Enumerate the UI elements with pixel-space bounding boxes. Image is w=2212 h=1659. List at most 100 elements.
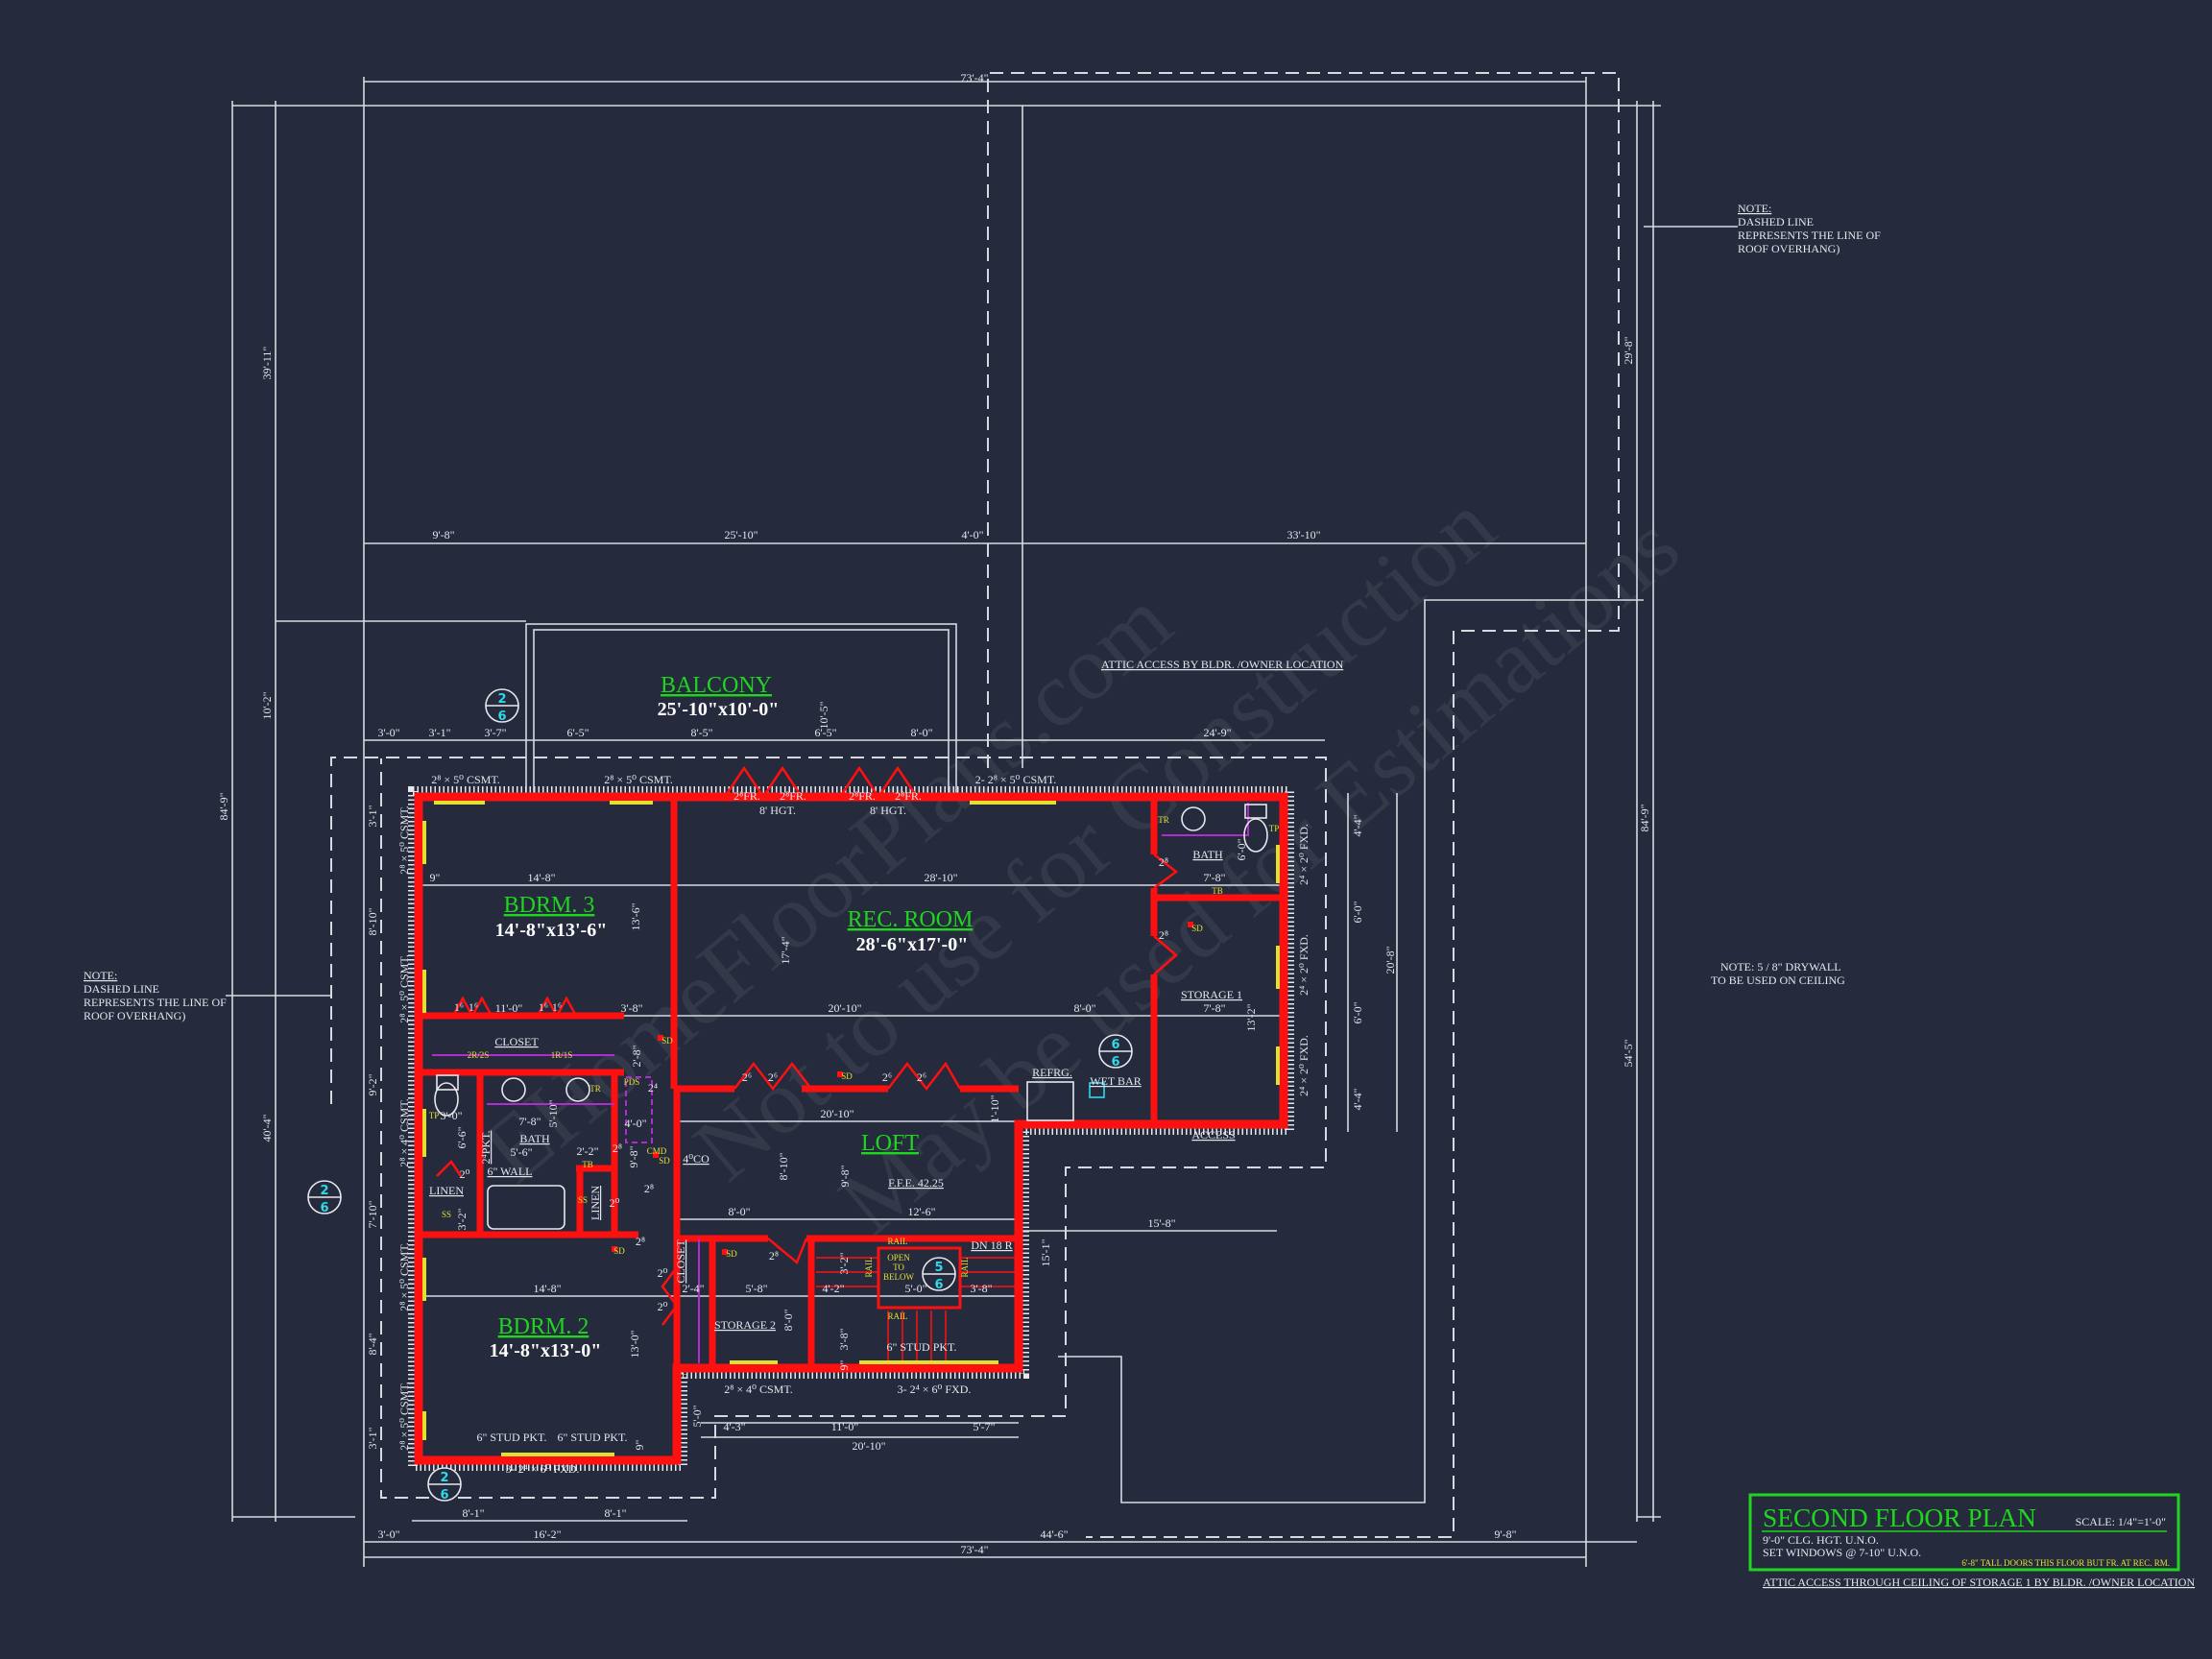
opening-label: 3- 2⁴ × 6⁰ FXD. (898, 1382, 972, 1396)
dimension-label: 4'-4" (1351, 1088, 1364, 1110)
dimension-label: 73'-4" (960, 71, 988, 84)
opening-label: 2⁴ × 2⁰ FXD. (1297, 824, 1310, 885)
dimension-label: 4'-2" (822, 1282, 844, 1295)
fixtures (434, 804, 1268, 1255)
opening-label: 2⁸ (636, 1235, 645, 1248)
opening-label: 2- 2⁸ × 5⁰ CSMT. (975, 773, 1057, 786)
dimension-label: 24'-9" (1203, 726, 1231, 739)
room-name-bdrm3: BDRM. 3 (504, 893, 595, 918)
room-tag: ACCESS (1191, 1128, 1235, 1142)
fixture-tag: PDS (624, 1077, 640, 1087)
overhang-note-left-line-2: REPRESENTS THE LINE OF (84, 996, 227, 1009)
dimension-label: 3'-0" (377, 1527, 399, 1541)
fixture-tag: SD (726, 1249, 737, 1259)
dimension-label: 33'-10" (1286, 528, 1320, 541)
fixture-tag: CMD (647, 1146, 667, 1156)
dimension-label: 11'-0" (831, 1420, 859, 1433)
dimension-label: 8'-4" (366, 1333, 379, 1355)
room-tag: REFRG. (1032, 1066, 1072, 1079)
dimension-label: 3'-1" (366, 805, 379, 827)
dimension-label: 84'-9" (217, 792, 230, 820)
opening-label: 2⁸ × 5⁰ CSMT. (604, 773, 673, 786)
dimension-label: 10'-2" (260, 691, 274, 719)
room-size-bdrm2: 14'-8"x13'-0" (490, 1340, 602, 1361)
opening-label: 2⁸ × 4⁰ CSMT. (397, 1098, 411, 1167)
dimension-label: 7'-8" (1203, 1001, 1225, 1015)
fixture-tag: RAIL (864, 1258, 874, 1278)
opening-label: 8' HGT. (759, 804, 796, 817)
section-marker: 56 (922, 1257, 956, 1292)
opening-label: 2⁶ (742, 1070, 752, 1084)
opening-label: 1⁶ (539, 1000, 548, 1014)
dimension-label: 8'-10" (366, 907, 379, 935)
opening-label: 2⁸ × 5⁰ CSMT. (397, 805, 411, 875)
section-marker-top: 5 (934, 1261, 943, 1275)
fixture-tag: TP (1269, 824, 1280, 833)
room-tag: WET BAR (1090, 1074, 1141, 1088)
section-marker: 26 (307, 1180, 342, 1215)
dimension-label: 8'-5" (690, 726, 712, 739)
opening-label: 2⁸ × 5⁰ CSMT. (397, 1382, 411, 1451)
opening-label: 6" STUD PKT. (476, 1431, 546, 1444)
dimension-label: 5'-10" (546, 1099, 560, 1127)
opening-label: 2⁸FR. (780, 789, 806, 803)
dimension-label: 9'-8" (838, 1165, 852, 1187)
section-marker-bottom: 6 (440, 1488, 448, 1503)
opening-label: 6" STUD PKT. (886, 1340, 956, 1354)
dimension-label: 3'-2" (837, 1252, 851, 1274)
dimension-label: 16'-2" (533, 1527, 561, 1541)
opening-label: 3- 2⁴ × 6⁰ FXD. (506, 1462, 580, 1476)
window-height-note: SET WINDOWS @ 7-10" U.N.O. (1763, 1546, 1921, 1559)
fixture-tag: TO (893, 1262, 904, 1272)
dimension-label: 15'-8" (1147, 1216, 1175, 1230)
dimension-label: 9'-2" (366, 1073, 379, 1095)
opening-label: 8' HGT. (870, 804, 906, 817)
opening-label: 2⁰ (658, 1266, 668, 1280)
dimension-label: 8'-0" (781, 1309, 795, 1331)
room-labels: BALCONY 25'-10"x10'-0" BDRM. 3 14'-8"x13… (490, 673, 974, 1361)
dimension-label: 3'-2" (455, 1208, 469, 1230)
dimension-label: 17'-4" (779, 936, 792, 964)
fixture-tag: TP (429, 1111, 440, 1120)
dimension-label: 3'-0" (377, 726, 399, 739)
room-name-balcony: BALCONY (661, 673, 772, 698)
room-name-bdrm2: BDRM. 2 (498, 1314, 589, 1339)
dimension-label: 6'-0" (1351, 901, 1364, 923)
dimension-label: 9" (633, 1439, 646, 1450)
room-tag: LINEN (429, 1184, 464, 1197)
fixture-tag: OPEN (887, 1253, 910, 1262)
annotation-labels: 73'-4"9'-8"25'-10"4'-0"33'-10"3'-0"3'-1"… (217, 71, 1651, 1556)
opening-label: 2⁴ (648, 1081, 658, 1094)
room-size-balcony: 25'-10"x10'-0" (658, 699, 780, 720)
title-block: SECOND FLOOR PLAN SCALE: 1/4"=1'-0" 9'-0… (1748, 1493, 2195, 1589)
room-tag: CLOSET (494, 1035, 539, 1048)
drywall-note-line-2: TO BE USED ON CEILING (1711, 974, 1845, 987)
dimension-label: 12'-6" (907, 1205, 935, 1218)
dimension-label: 20'-10" (820, 1107, 854, 1120)
drawing-title: SECOND FLOOR PLAN (1763, 1503, 2036, 1532)
dimension-label: 2'-2" (576, 1144, 598, 1158)
room-tag: 6" WALL (487, 1165, 532, 1178)
dimension-label: 7'-8" (518, 1115, 541, 1128)
section-marker-bottom: 6 (934, 1278, 943, 1292)
opening-label: 2⁸ × 5⁰ CSMT. (431, 773, 500, 786)
dimension-label: 8'-0" (728, 1205, 750, 1218)
overhang-note-right-line-3: ROOF OVERHANG) (1738, 242, 1839, 255)
opening-label: 2⁸ (769, 1249, 779, 1262)
dimension-label: 9" (837, 1359, 851, 1370)
section-marker-bottom: 6 (320, 1201, 328, 1215)
overhang-note-right-line-1: DASHED LINE (1738, 215, 1814, 228)
overhang-note-right-line-2: REPRESENTS THE LINE OF (1738, 228, 1881, 242)
dimension-label: 54'-5" (1622, 1039, 1635, 1067)
dimension-label: 1'-10" (988, 1094, 1001, 1122)
dimension-label: 6'-5" (566, 726, 589, 739)
opening-label: 2⁸ × 5⁰ CSMT. (397, 1242, 411, 1311)
dimension-label: 5'-0" (904, 1282, 926, 1295)
section-marker-bottom: 6 (1111, 1055, 1119, 1070)
door-height-note: 6'-8" TALL DOORS THIS FLOOR BUT FR. AT R… (1961, 1558, 2170, 1568)
opening-label: 1⁶ (469, 1000, 478, 1014)
fixture-tag: TB (1212, 886, 1223, 896)
fixture-tag: TR (1158, 815, 1169, 825)
